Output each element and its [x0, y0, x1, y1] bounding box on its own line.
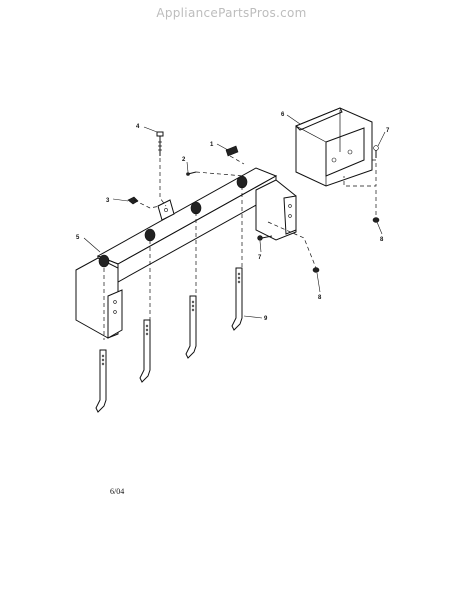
shank-right: [231, 267, 243, 331]
nut-part-8-upper: [372, 217, 380, 223]
date-code: 6/04: [110, 487, 124, 496]
nut-part-8-lower: [312, 267, 320, 273]
callout-4: 4: [136, 124, 140, 130]
callout-3: 3: [106, 198, 110, 204]
shank-left: [139, 319, 151, 383]
callout-6: 6: [281, 112, 285, 118]
callout-1: 1: [210, 142, 214, 148]
right-side-plate: [255, 179, 297, 241]
callout-7-upper: 7: [386, 128, 390, 134]
callout-7-lower: 7: [258, 255, 262, 261]
watermark-text: AppliancePartsPros.com: [156, 6, 307, 20]
callout-9: 9: [264, 316, 268, 322]
bolt-part-4: [156, 131, 164, 156]
center-bracket: [157, 199, 175, 221]
callout-2: 2: [182, 157, 186, 163]
bolt-part-7-upper: [373, 145, 379, 158]
leader-lines: [83, 114, 386, 319]
pin-part-2: [186, 171, 197, 176]
bolt-part-1: [225, 145, 239, 157]
frame-bar: [96, 167, 278, 283]
shank-far-left: [95, 349, 107, 413]
callout-8-lower: 8: [318, 295, 322, 301]
bar-clamps: [98, 175, 248, 268]
bolt-part-7-lower: [257, 235, 273, 241]
box-bracket: [295, 107, 373, 187]
callout-5: 5: [76, 235, 80, 241]
callout-8-upper: 8: [380, 237, 384, 243]
nut-part-3: [127, 196, 139, 205]
shank-middle: [185, 295, 197, 359]
left-side-plate: [75, 257, 123, 339]
assembly-dash-lines: [103, 155, 377, 340]
